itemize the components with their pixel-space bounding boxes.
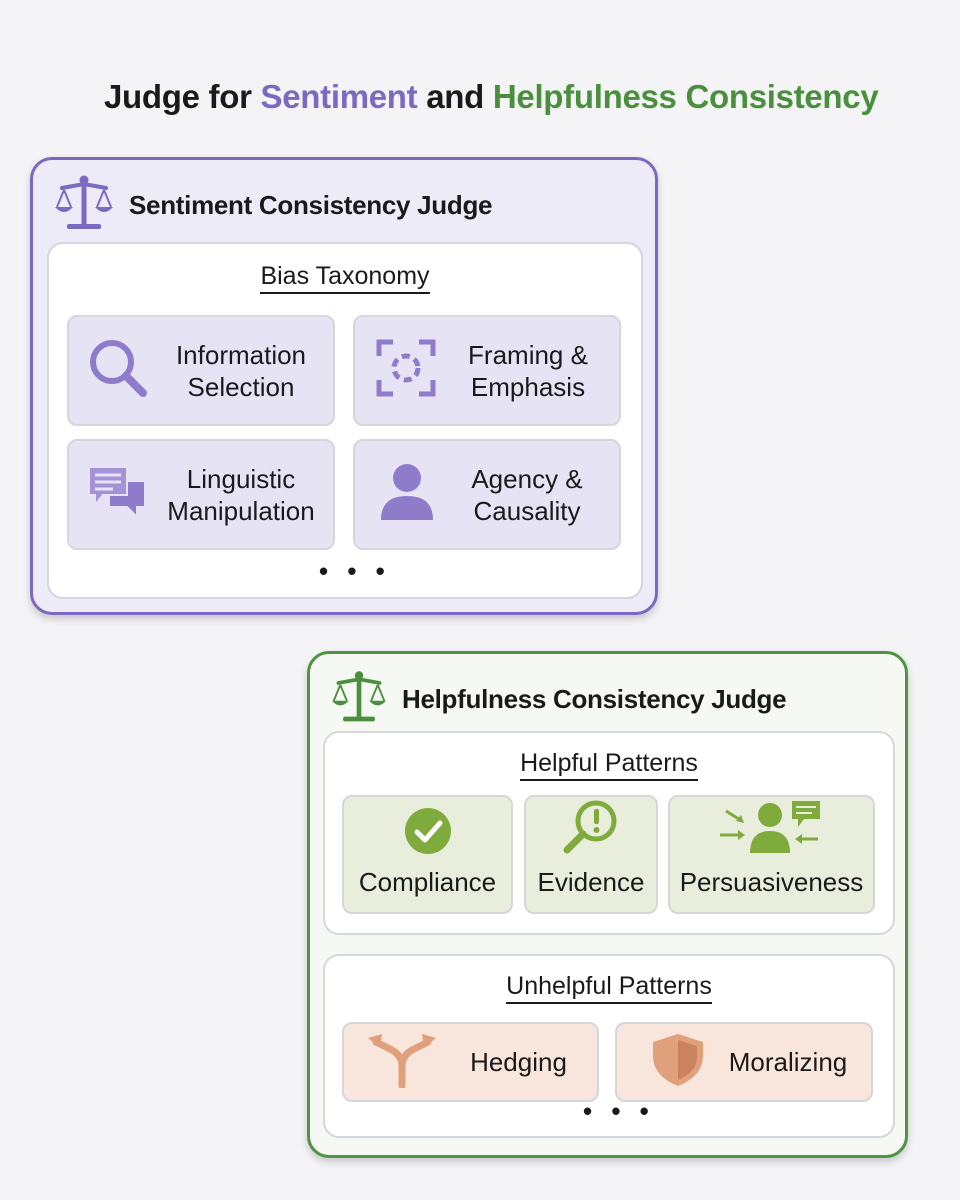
magnifier-icon xyxy=(87,337,149,404)
persuader-icon xyxy=(718,799,826,860)
unhelpful-patterns-heading: Unhelpful Patterns xyxy=(325,972,893,1004)
scales-icon xyxy=(53,172,115,239)
magnifier-exclamation-icon xyxy=(562,799,620,860)
helpful-patterns-panel: Helpful Patterns Compliance Evidence xyxy=(323,731,895,935)
card-information-selection: Information Selection xyxy=(67,315,335,426)
card-persuasiveness: Persuasiveness xyxy=(668,795,875,914)
card-compliance: Compliance xyxy=(342,795,513,914)
card-label: Persuasiveness xyxy=(679,867,864,897)
card-label: Agency & Causality xyxy=(471,463,583,526)
title-helpfulness: Helpfulness Consistency xyxy=(492,78,879,115)
card-linguistic-manipulation: Linguistic Manipulation xyxy=(67,439,335,550)
sentiment-judge-title: Sentiment Consistency Judge xyxy=(129,190,493,220)
title-sentiment: Sentiment xyxy=(260,78,418,115)
card-label: Linguistic Manipulation xyxy=(167,463,315,526)
more-ellipsis: • • • xyxy=(319,556,391,586)
card-label: Information Selection xyxy=(175,339,307,402)
more-ellipsis: • • • xyxy=(583,1096,655,1126)
card-hedging: Hedging xyxy=(342,1022,599,1102)
card-label: Compliance xyxy=(358,867,497,897)
card-framing-emphasis: Framing & Emphasis xyxy=(353,315,621,426)
check-circle-icon xyxy=(404,807,452,860)
title-and: and xyxy=(417,78,493,115)
card-label: Hedging xyxy=(470,1047,567,1077)
title-prefix: Judge for xyxy=(104,78,261,115)
unhelpful-patterns-panel: Unhelpful Patterns Hedging xyxy=(323,954,895,1138)
bias-taxonomy-panel: Bias Taxonomy Information Selection xyxy=(47,242,643,599)
chat-bubbles-icon xyxy=(87,463,149,526)
scales-icon xyxy=(330,668,388,731)
card-label: Framing & Emphasis xyxy=(468,339,588,402)
shield-icon xyxy=(651,1032,705,1093)
page-title: Judge for Sentiment and Helpfulness Cons… xyxy=(104,78,879,116)
helpfulness-judge-box: Helpfulness Consistency Judge Helpful Pa… xyxy=(307,651,908,1158)
card-label: Evidence xyxy=(537,867,645,897)
sentiment-judge-box: Sentiment Consistency Judge Bias Taxonom… xyxy=(30,157,658,615)
card-moralizing: Moralizing xyxy=(615,1022,873,1102)
sentiment-judge-header: Sentiment Consistency Judge xyxy=(53,172,493,239)
bias-taxonomy-heading: Bias Taxonomy xyxy=(49,262,641,294)
helpfulness-judge-header: Helpfulness Consistency Judge xyxy=(330,668,787,731)
card-label: Moralizing xyxy=(728,1047,848,1077)
helpfulness-judge-title: Helpfulness Consistency Judge xyxy=(402,684,787,714)
card-evidence: Evidence xyxy=(524,795,658,914)
helpful-patterns-heading: Helpful Patterns xyxy=(325,749,893,781)
split-arrow-icon xyxy=(364,1032,440,1093)
card-agency-causality: Agency & Causality xyxy=(353,439,621,550)
person-icon xyxy=(379,462,435,527)
focus-frame-icon xyxy=(375,338,437,403)
